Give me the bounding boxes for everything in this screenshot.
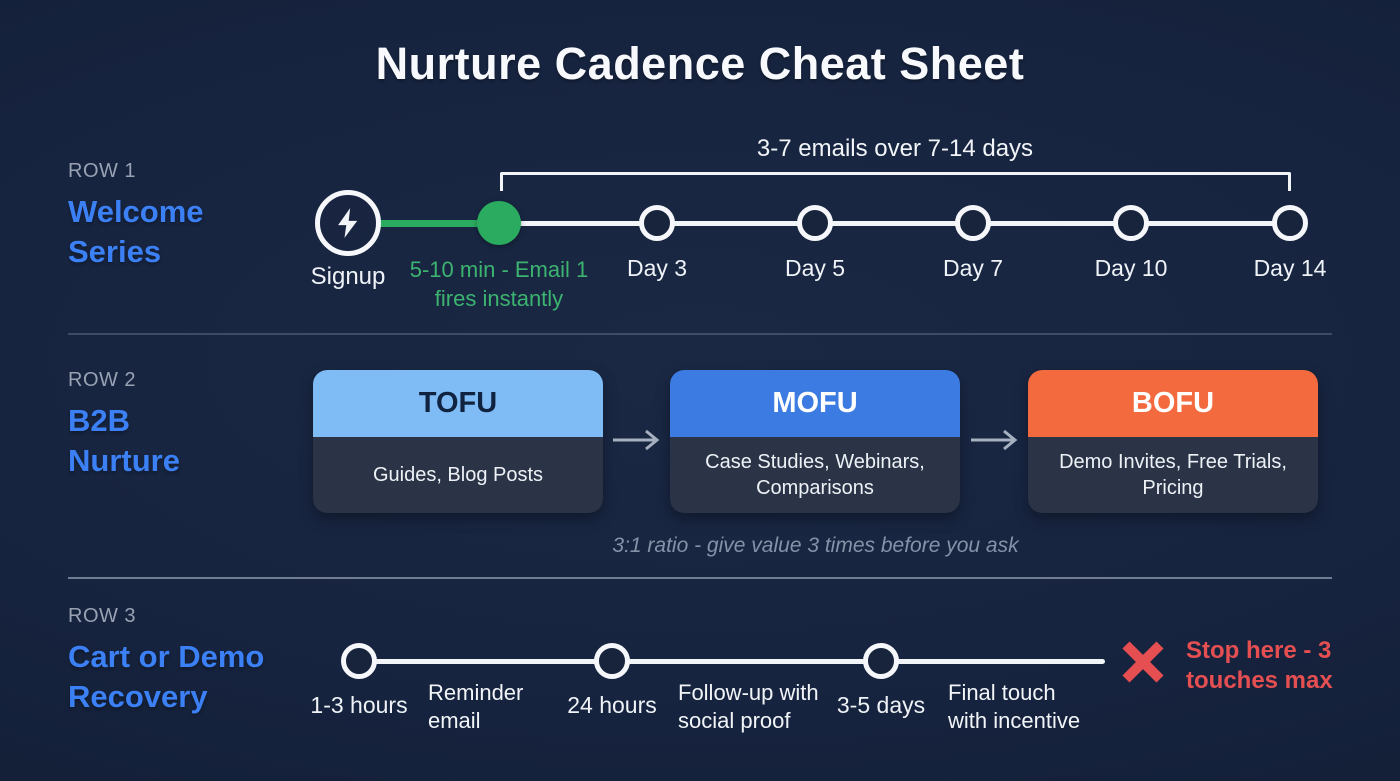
instant-email-node xyxy=(477,201,521,245)
divider-row1-row2 xyxy=(68,333,1332,335)
instant-note-line1: 5-10 min - Email 1 xyxy=(409,257,589,282)
row2-tag: ROW 2 xyxy=(68,369,137,391)
row1-timeline xyxy=(499,221,1290,226)
stage-mofu-header: MOFU xyxy=(670,370,960,437)
step3-desc: Final touch with incentive xyxy=(948,680,1081,733)
range-bracket xyxy=(500,172,1291,191)
row1-title: Welcome Series xyxy=(68,194,204,269)
row3-title: Cart or Demo Recovery xyxy=(68,639,265,714)
row1-tag: ROW 1 xyxy=(68,160,137,182)
day14-node xyxy=(1272,205,1308,241)
day7-node xyxy=(955,205,991,241)
instant-note: 5-10 min - Email 1 fires instantly xyxy=(384,255,614,313)
stage-bofu: BOFU Demo Invites, Free Trials, Pricing xyxy=(1028,370,1318,513)
stop-x-icon xyxy=(1119,638,1167,691)
stage-bofu-items: Demo Invites, Free Trials, Pricing xyxy=(1028,437,1318,513)
day3-label: Day 3 xyxy=(626,255,688,281)
stage-tofu-items: Guides, Blog Posts xyxy=(313,437,603,513)
step2-node xyxy=(594,643,630,679)
day5-label: Day 5 xyxy=(784,255,846,281)
stop-note: Stop here - 3 touches max xyxy=(1186,637,1333,694)
page-title: Nurture Cadence Cheat Sheet xyxy=(375,38,1025,89)
lightning-icon xyxy=(331,206,365,240)
arrow-tofu-mofu-icon xyxy=(611,428,663,457)
day10-label: Day 10 xyxy=(1094,255,1168,281)
step1-desc: Reminder email xyxy=(428,680,524,733)
row2-title: B2B Nurture xyxy=(68,403,180,478)
step3-node xyxy=(863,643,899,679)
signup-node xyxy=(315,190,381,256)
step2-desc: Follow-up with social proof xyxy=(678,680,819,733)
day3-node xyxy=(639,205,675,241)
stage-tofu-header: TOFU xyxy=(313,370,603,437)
stage-mofu: MOFU Case Studies, Webinars, Comparisons xyxy=(670,370,960,513)
stage-mofu-items: Case Studies, Webinars, Comparisons xyxy=(670,437,960,513)
stage-tofu: TOFU Guides, Blog Posts xyxy=(313,370,603,513)
row3-tag: ROW 3 xyxy=(68,605,137,627)
step1-node xyxy=(341,643,377,679)
divider-row2-row3 xyxy=(68,577,1332,579)
day7-label: Day 7 xyxy=(942,255,1004,281)
step2-time: 24 hours xyxy=(567,692,657,718)
day10-node xyxy=(1113,205,1149,241)
ratio-note: 3:1 ratio - give value 3 times before yo… xyxy=(612,534,1019,557)
bracket-label: 3-7 emails over 7-14 days xyxy=(756,135,1034,162)
instant-note-line2: fires instantly xyxy=(434,286,564,311)
step1-time: 1-3 hours xyxy=(310,692,408,718)
day14-label: Day 14 xyxy=(1253,255,1327,281)
step3-time: 3-5 days xyxy=(836,692,926,718)
row3-timeline xyxy=(359,659,1105,664)
stage-bofu-header: BOFU xyxy=(1028,370,1318,437)
instant-connector xyxy=(378,220,482,227)
signup-label: Signup xyxy=(310,263,386,290)
arrow-mofu-bofu-icon xyxy=(969,428,1021,457)
day5-node xyxy=(797,205,833,241)
